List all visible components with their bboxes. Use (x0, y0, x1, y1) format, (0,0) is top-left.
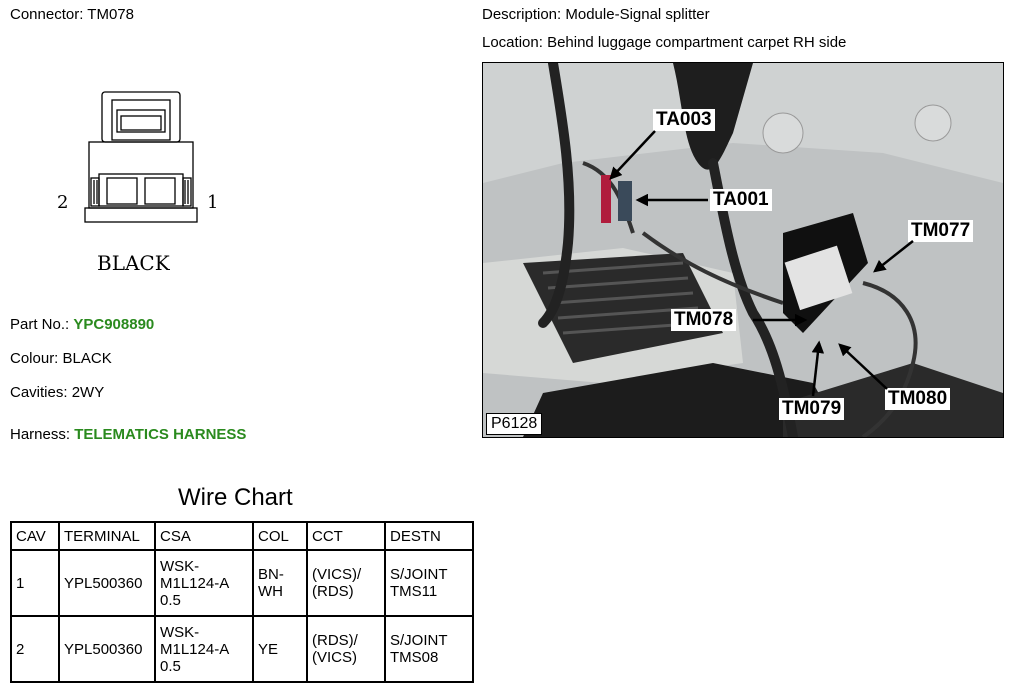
cell-col: YE (252, 615, 308, 683)
cell-cct: (VICS)/ (RDS) (306, 549, 386, 617)
cell-cav: 2 (10, 615, 60, 683)
callout-tm077: TM077 (908, 220, 974, 242)
table-header-row: CAV TERMINAL CSA COL CCT DESTN (10, 521, 474, 551)
location-label: Location: (482, 34, 543, 51)
colour-value: BLACK (62, 350, 112, 367)
connector-value: TM078 (87, 6, 134, 23)
location-line: Location: Behind luggage compartment car… (482, 34, 846, 51)
harness-line: Harness: TELEMATICS HARNESS (10, 426, 246, 443)
harness-label: Harness: (10, 426, 71, 443)
pin-1-label: 1 (207, 192, 218, 213)
connector-face-diagram: 2 1 BLACK (55, 86, 225, 286)
pin-2-label: 2 (57, 192, 68, 213)
cell-col: BN- WH (252, 549, 308, 617)
callout-tm080: TM080 (885, 388, 951, 410)
callout-ta003: TA003 (653, 109, 715, 131)
colour-caption: BLACK (97, 251, 171, 275)
description-line: Description: Module-Signal splitter (482, 6, 710, 23)
part-no-value: YPC908890 (73, 316, 155, 333)
cell-terminal: YPL500360 (58, 615, 156, 683)
cell-csa: WSK- M1L124-A 0.5 (154, 615, 254, 683)
connector-label: Connector: (10, 6, 84, 23)
callout-tm079: TM079 (779, 398, 845, 420)
colour-label: Colour: (10, 350, 59, 367)
header-col: COL (252, 521, 308, 551)
connector-line: Connector: TM078 (10, 6, 134, 23)
cell-csa: WSK- M1L124-A 0.5 (154, 549, 254, 617)
table-row: 2 YPL500360 WSK- M1L124-A 0.5 YE (RDS)/ … (10, 615, 474, 683)
harness-value: TELEMATICS HARNESS (74, 426, 247, 443)
cell-cct: (RDS)/ (VICS) (306, 615, 386, 683)
cavities-value: 2WY (71, 384, 105, 401)
photo-reference: P6128 (486, 413, 543, 435)
wire-chart-table: CAV TERMINAL CSA COL CCT DESTN 1 YPL5003… (10, 521, 474, 683)
cell-terminal: YPL500360 (58, 549, 156, 617)
part-no-label: Part No.: (10, 316, 70, 333)
part-no-line: Part No.: YPC908890 (10, 316, 154, 333)
header-cct: CCT (306, 521, 386, 551)
header-destn: DESTN (384, 521, 474, 551)
table-row: 1 YPL500360 WSK- M1L124-A 0.5 BN- WH (VI… (10, 549, 474, 617)
connector-outline-drawing: 2 1 BLACK (57, 91, 218, 275)
description-label: Description: (482, 6, 562, 23)
description-value: Module-Signal splitter (565, 6, 710, 23)
cell-cav: 1 (10, 549, 60, 617)
header-cav: CAV (10, 521, 60, 551)
location-value: Behind luggage compartment carpet RH sid… (547, 34, 847, 51)
colour-line: Colour: BLACK (10, 350, 112, 367)
location-photo: TA003 TA001 TM077 TM078 TM079 TM080 P612… (482, 62, 1004, 438)
cell-destn: S/JOINT TMS08 (384, 615, 474, 683)
header-csa: CSA (154, 521, 254, 551)
header-terminal: TERMINAL (58, 521, 156, 551)
wire-chart-title: Wire Chart (178, 484, 293, 511)
cell-destn: S/JOINT TMS11 (384, 549, 474, 617)
photo-illustration (483, 63, 1003, 437)
cavities-label: Cavities: (10, 384, 68, 401)
callout-ta001: TA001 (710, 189, 772, 211)
cavities-line: Cavities: 2WY (10, 384, 104, 401)
callout-tm078: TM078 (671, 309, 737, 331)
